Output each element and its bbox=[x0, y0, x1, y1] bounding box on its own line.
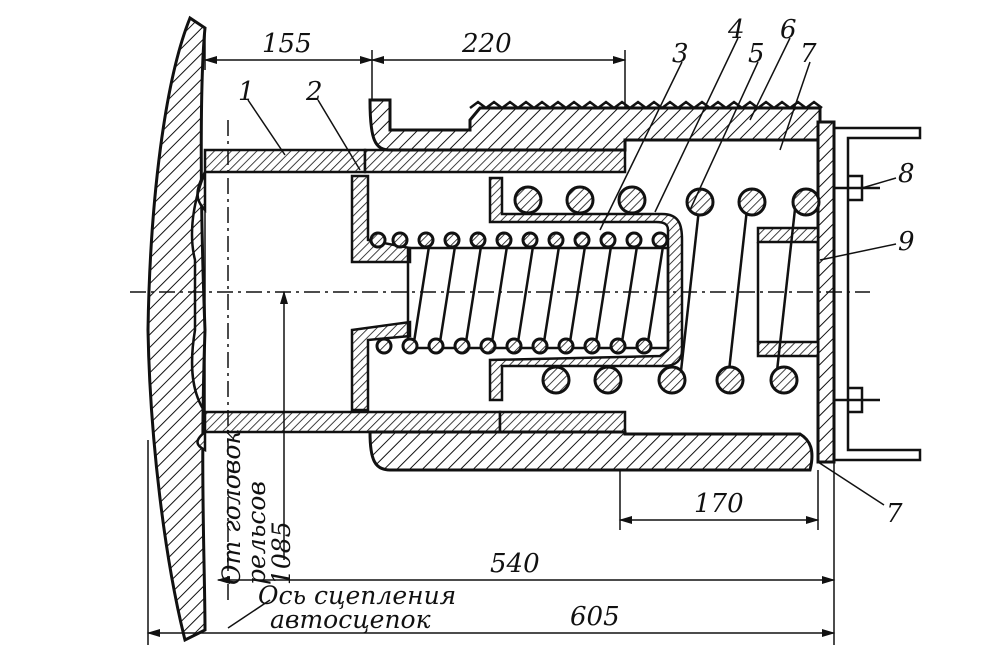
label-4: 4 bbox=[727, 15, 745, 45]
label-2: 2 bbox=[305, 77, 323, 107]
rail-caption-line2: рельсов bbox=[242, 481, 271, 585]
dim-605: 605 bbox=[570, 602, 620, 632]
label-1: 1 bbox=[238, 77, 255, 107]
rail-caption-value: 1085 bbox=[267, 521, 296, 585]
mounting-bracket bbox=[834, 126, 922, 462]
rail-caption-line1: От головок bbox=[217, 430, 246, 585]
label-7-top: 7 bbox=[800, 39, 817, 69]
dim-540: 540 bbox=[490, 549, 540, 579]
dim-220: 220 bbox=[461, 29, 512, 59]
label-5: 5 bbox=[748, 39, 765, 69]
dimension-lines bbox=[146, 30, 836, 645]
outer-spring bbox=[513, 185, 821, 395]
axis-caption-line1: Ось сцепления bbox=[258, 581, 456, 610]
dim-170: 170 bbox=[694, 489, 744, 519]
label-3: 3 bbox=[672, 39, 689, 69]
guide-cup bbox=[350, 174, 412, 264]
leader-lines bbox=[227, 37, 897, 629]
plunger-body bbox=[196, 148, 367, 214]
stop-tube bbox=[756, 226, 820, 244]
buffer-plate bbox=[146, 15, 207, 643]
inner-cup bbox=[488, 176, 684, 402]
stop-tube-lower bbox=[756, 340, 820, 358]
label-6: 6 bbox=[780, 15, 797, 45]
plunger-tube-top bbox=[363, 148, 627, 174]
inner-spring bbox=[369, 231, 670, 355]
label-7-bottom: 7 bbox=[886, 499, 903, 529]
axis-caption-line2: автосцепок bbox=[270, 605, 431, 634]
dim-155: 155 bbox=[262, 29, 312, 59]
housing-bottom bbox=[368, 430, 814, 472]
housing-ribs bbox=[469, 100, 823, 110]
bolt-top bbox=[834, 174, 880, 202]
label-9: 9 bbox=[898, 227, 915, 257]
label-8: 8 bbox=[898, 159, 915, 189]
bolt-bottom bbox=[834, 386, 880, 414]
guide-cup-lower bbox=[350, 320, 412, 412]
housing-top bbox=[368, 98, 822, 152]
plunger-hollow bbox=[190, 171, 207, 413]
rail-caption: От головок рельсов 1085 bbox=[217, 430, 296, 585]
